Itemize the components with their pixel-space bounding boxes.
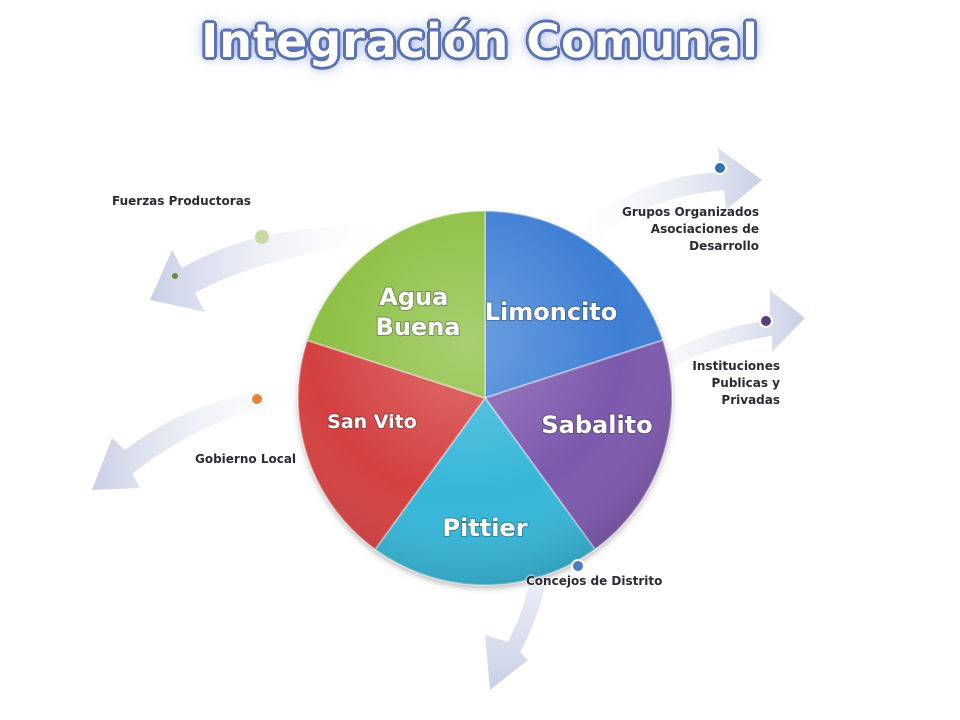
label-grupos-organizados: Grupos Organizados Asociaciones de Desar… bbox=[622, 204, 759, 255]
arrow-gobierno-local bbox=[92, 388, 302, 490]
label-grupos-line2: Asociaciones de bbox=[650, 222, 759, 236]
segment-label-limoncito: Limoncito bbox=[485, 298, 618, 326]
segment-label-san-vito: San Vito bbox=[327, 411, 417, 433]
dot-grupos bbox=[713, 161, 727, 175]
label-instituciones-line3: Privadas bbox=[721, 393, 780, 407]
dot-instituciones bbox=[759, 314, 773, 328]
arrow-instituciones bbox=[612, 290, 805, 408]
segment-label-pittier: Pittier bbox=[442, 514, 527, 542]
label-gobierno-local: Gobierno Local bbox=[195, 452, 297, 466]
label-grupos-line3: Desarrollo bbox=[689, 239, 759, 253]
dot-gobierno bbox=[250, 392, 264, 406]
label-grupos-line1: Grupos Organizados bbox=[622, 205, 759, 219]
label-instituciones-line2: Publicas y bbox=[711, 376, 780, 390]
segment-label-agua-buena-line1: Agua bbox=[379, 283, 448, 311]
dot-concejos bbox=[571, 559, 585, 573]
label-fuerzas-productoras: Fuerzas Productoras bbox=[112, 194, 251, 208]
segment-label-agua-buena: Agua Buena bbox=[376, 283, 461, 341]
dot-fuerzas bbox=[255, 230, 269, 244]
dot-fuerzas-small bbox=[172, 273, 178, 279]
label-instituciones: Instituciones Publicas y Privadas bbox=[692, 358, 780, 409]
page-title: Integración Comunal bbox=[201, 14, 759, 68]
segment-label-agua-buena-line2: Buena bbox=[376, 313, 461, 341]
label-concejos-distrito: Concejos de Distrito bbox=[526, 574, 663, 588]
label-instituciones-line1: Instituciones bbox=[692, 359, 780, 373]
arrow-grupos-organizados bbox=[565, 148, 762, 258]
segment-label-sabalito: Sabalito bbox=[541, 411, 652, 439]
